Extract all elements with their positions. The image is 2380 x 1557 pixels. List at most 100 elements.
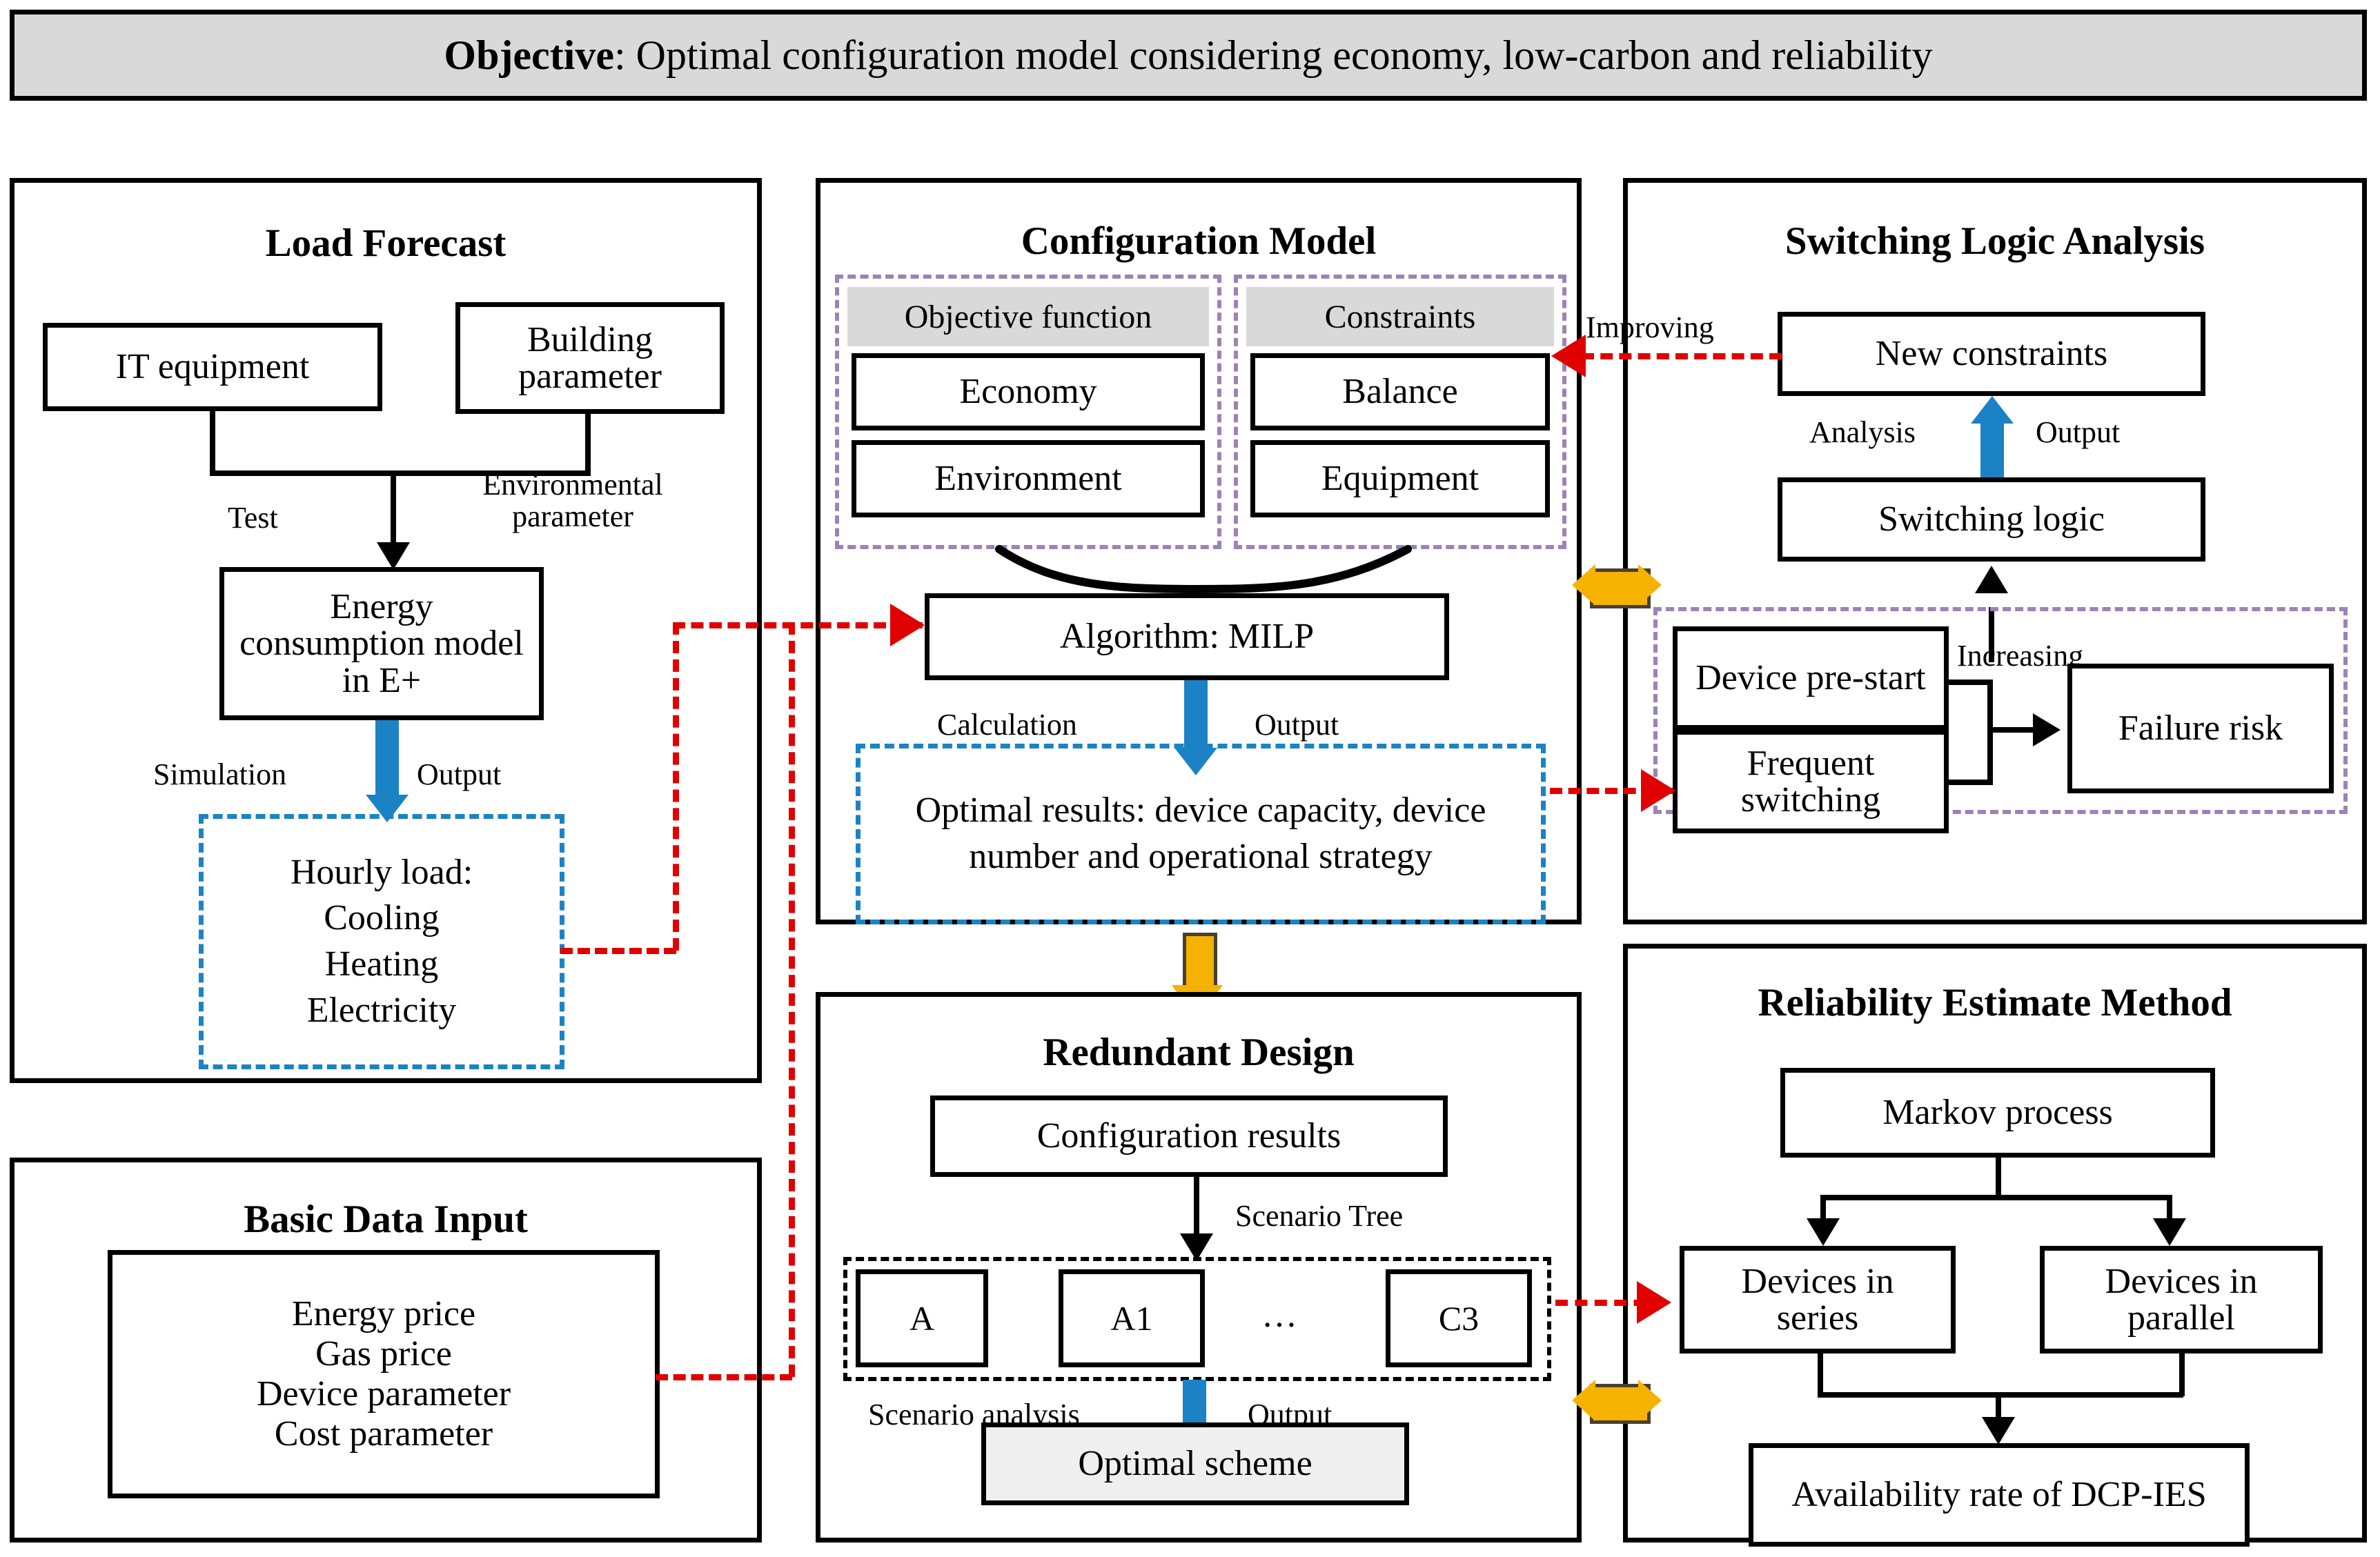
box-scenario-A[interactable]: A xyxy=(856,1269,988,1367)
box-economy[interactable]: Economy xyxy=(852,353,1205,430)
blue-arrow-analysis-output xyxy=(1971,396,2014,483)
objective-banner: Objective: Optimal configuration model c… xyxy=(10,10,2367,101)
box-devices-in-parallel[interactable]: Devices in parallel xyxy=(2040,1246,2323,1353)
connector-prestart-right xyxy=(1949,680,1993,685)
basic-data-item-2: Device parameter xyxy=(256,1374,511,1414)
box-failure-risk[interactable]: Failure risk xyxy=(2067,664,2334,793)
box-it-equipment-label: IT equipment xyxy=(115,347,310,387)
box-hourly-load[interactable]: Hourly load: Cooling Heating Electricity xyxy=(199,814,564,1069)
group-constraints xyxy=(1234,275,1566,549)
header-constraints-label: Constraints xyxy=(1324,298,1476,335)
box-equipment[interactable]: Equipment xyxy=(1250,440,1550,517)
box-scenario-A1-label: A1 xyxy=(1110,1298,1153,1338)
box-configuration-results-label: Configuration results xyxy=(1036,1116,1341,1156)
connector-to-switching-logic xyxy=(1989,607,1994,662)
box-balance-label: Balance xyxy=(1342,372,1458,412)
connector-series-down xyxy=(1818,1353,1823,1396)
box-environment-label: Environment xyxy=(934,459,1122,499)
box-scenario-C3[interactable]: C3 xyxy=(1386,1269,1532,1367)
box-frequent-switching-label: Frequent switching xyxy=(1740,743,1881,820)
connector-switching-right xyxy=(1949,780,1993,785)
red-flow-basicdata-seg2 xyxy=(789,622,795,1377)
arrow-up-to-switching-logic xyxy=(1975,566,2008,593)
box-device-pre-start[interactable]: Device pre-start xyxy=(1673,626,1949,730)
header-objective-function-label: Objective function xyxy=(904,298,1152,335)
panel-title-switching-logic: Switching Logic Analysis xyxy=(1784,219,2205,263)
box-configuration-results[interactable]: Configuration results xyxy=(930,1095,1448,1177)
label-simulation: Simulation xyxy=(153,757,287,791)
blue-arrow-simulation-output xyxy=(366,720,409,822)
box-devices-in-series[interactable]: Devices in series xyxy=(1680,1246,1956,1353)
connector-merge-to-failure xyxy=(1987,727,2037,733)
connector-it-down xyxy=(210,411,215,473)
label-scenario-tree: Scenario Tree xyxy=(1235,1199,1404,1233)
box-availability-rate[interactable]: Availability rate of DCP-IES xyxy=(1749,1443,2250,1547)
label-analysis: Analysis xyxy=(1809,415,1916,449)
box-scenario-C3-label: C3 xyxy=(1438,1298,1479,1338)
connector-markov-down xyxy=(1996,1158,2001,1199)
header-constraints: Constraints xyxy=(1246,287,1554,346)
box-environment[interactable]: Environment xyxy=(852,440,1205,517)
label-environmental-parameter: Environmental parameter xyxy=(482,468,663,534)
arrow-to-devices-series xyxy=(1807,1218,1840,1246)
connector-join-horizontal xyxy=(210,470,591,476)
group-scenario-tree xyxy=(843,1257,1551,1381)
box-frequent-switching[interactable]: Frequent switching xyxy=(1673,730,1949,833)
box-it-equipment[interactable]: IT equipment xyxy=(43,323,382,411)
objective-label-bold: Objective xyxy=(444,32,614,78)
red-flow-hourly-seg2 xyxy=(673,622,679,951)
red-arrowhead-to-devices-series xyxy=(1637,1281,1671,1324)
arrow-to-energy-model xyxy=(377,542,410,570)
red-arrowhead-to-algorithm xyxy=(890,604,925,646)
label-test: Test xyxy=(228,501,278,535)
box-optimal-results-label: Optimal results: device capacity, device… xyxy=(915,791,1486,876)
box-markov-process[interactable]: Markov process xyxy=(1780,1068,2215,1158)
connector-config-results-down xyxy=(1194,1177,1199,1240)
box-economy-label: Economy xyxy=(959,372,1097,412)
group-objective-function xyxy=(835,275,1221,549)
box-new-constraints-label: New constraints xyxy=(1875,334,2108,374)
panel-title-load-forecast: Load Forecast xyxy=(265,221,507,265)
connector-join-down xyxy=(391,470,396,546)
group-switching-risk xyxy=(1653,607,2348,814)
box-devices-in-series-label: Devices in series xyxy=(1741,1261,1894,1338)
arrow-to-availability xyxy=(1982,1417,2015,1445)
box-algorithm-milp[interactable]: Algorithm: MILP xyxy=(925,593,1449,680)
arrow-to-failure-risk xyxy=(2033,713,2061,746)
box-optimal-scheme-label: Optimal scheme xyxy=(1078,1444,1312,1484)
red-flow-results-to-switching xyxy=(1550,788,1673,794)
connector-availability-down xyxy=(1996,1392,2001,1422)
red-flow-basicdata-seg1 xyxy=(656,1374,792,1380)
box-scenario-A1[interactable]: A1 xyxy=(1059,1269,1205,1367)
gold-arrow-config-switching xyxy=(1572,559,1662,614)
gold-arrow-redundant-reliability xyxy=(1572,1374,1662,1429)
red-flow-scenario-to-devices xyxy=(1555,1300,1666,1306)
panel-title-redundant-design: Redundant Design xyxy=(1043,1031,1355,1074)
connector-parallel-down xyxy=(2179,1353,2185,1396)
box-energy-consumption-model-label: Energy consumption model in E+ xyxy=(239,587,524,700)
box-energy-consumption-model[interactable]: Energy consumption model in E+ xyxy=(219,567,544,720)
red-flow-hourly-seg1 xyxy=(560,948,676,954)
box-switching-logic[interactable]: Switching logic xyxy=(1778,477,2205,562)
box-availability-rate-label: Availability rate of DCP-IES xyxy=(1791,1475,2207,1515)
basic-data-item-3: Cost parameter xyxy=(274,1414,493,1454)
panel-title-configuration-model: Configuration Model xyxy=(1021,219,1377,263)
box-balance[interactable]: Balance xyxy=(1250,353,1550,430)
hourly-load-item-0: Cooling xyxy=(324,898,440,938)
box-equipment-label: Equipment xyxy=(1321,459,1479,499)
box-optimal-scheme[interactable]: Optimal scheme xyxy=(981,1422,1409,1505)
box-new-constraints[interactable]: New constraints xyxy=(1778,312,2205,396)
basic-data-item-0: Energy price xyxy=(291,1293,476,1333)
arrow-to-scenario-tree xyxy=(1180,1233,1213,1261)
basic-data-item-1: Gas price xyxy=(315,1333,452,1373)
header-objective-function: Objective function xyxy=(847,287,1209,346)
box-basic-data-list[interactable]: Energy price Gas price Device parameter … xyxy=(108,1250,660,1498)
label-improving: Improving xyxy=(1586,310,1714,344)
red-flow-newconstraints-to-constraints xyxy=(1582,353,1782,359)
arrow-to-devices-parallel xyxy=(2153,1218,2186,1246)
connector-markov-split xyxy=(1820,1195,2172,1200)
box-building-parameter[interactable]: Building parameter xyxy=(455,302,725,414)
box-optimal-results[interactable]: Optimal results: device capacity, device… xyxy=(856,744,1546,924)
hourly-load-title: Hourly load: xyxy=(290,852,473,892)
